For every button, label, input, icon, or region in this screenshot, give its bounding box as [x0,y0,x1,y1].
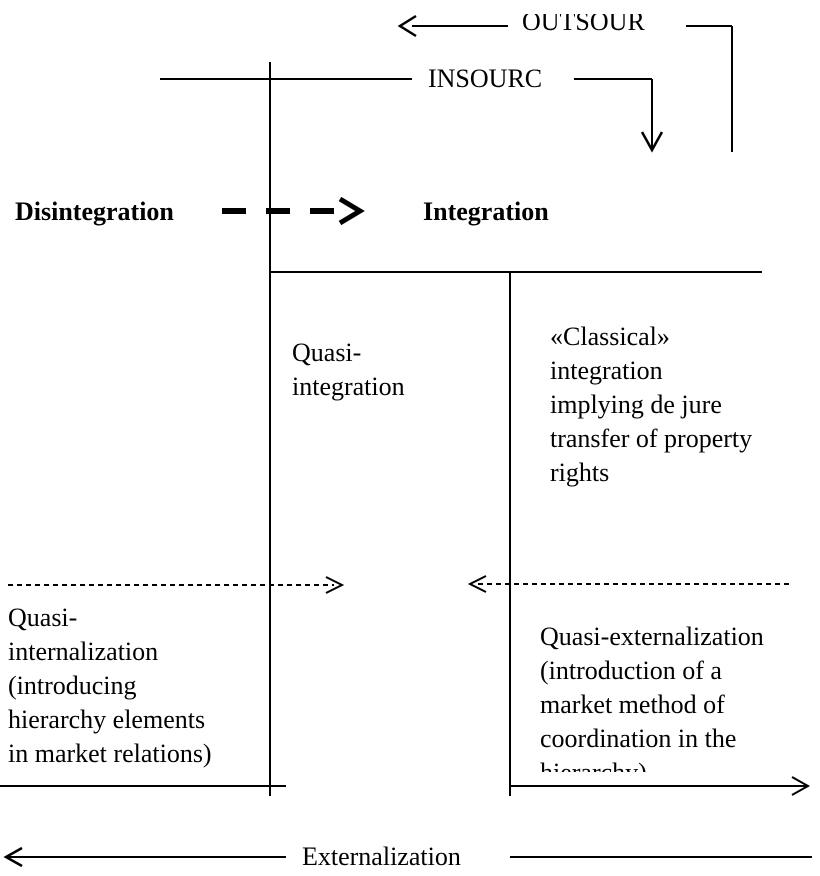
insourc-label: INSOURC [428,64,543,93]
integration-label: Integration [423,197,549,226]
classical-integration-label: «Classical» integration implying de jure… [550,322,753,487]
disintegration-to-integration-arrowhead [338,196,365,226]
quasi-internalization-label: Quasi- internalization (introducing hier… [8,603,212,768]
quasi-integration-label: Quasi- integration [292,338,405,401]
quasi-externalization-label-wrap: Quasi-externalization (introduction of a… [540,620,810,772]
quasi-internalization-arrowhead [325,576,345,594]
outsour-label: OUTSOUR [522,14,645,34]
insourc-arrowhead [640,131,664,153]
outsour-arrowhead [397,14,417,38]
externalization-arrowhead [3,846,23,868]
bottom-right-arrowhead [791,776,811,796]
quasi-externalization-label: Quasi-externalization (introduction of a… [540,622,764,772]
externalization-label: Externalization [302,842,461,871]
disintegration-label: Disintegration [15,197,174,226]
outsour-label-wrap: OUTSOUR [522,14,672,34]
quasi-externalization-arrowhead [467,575,487,593]
